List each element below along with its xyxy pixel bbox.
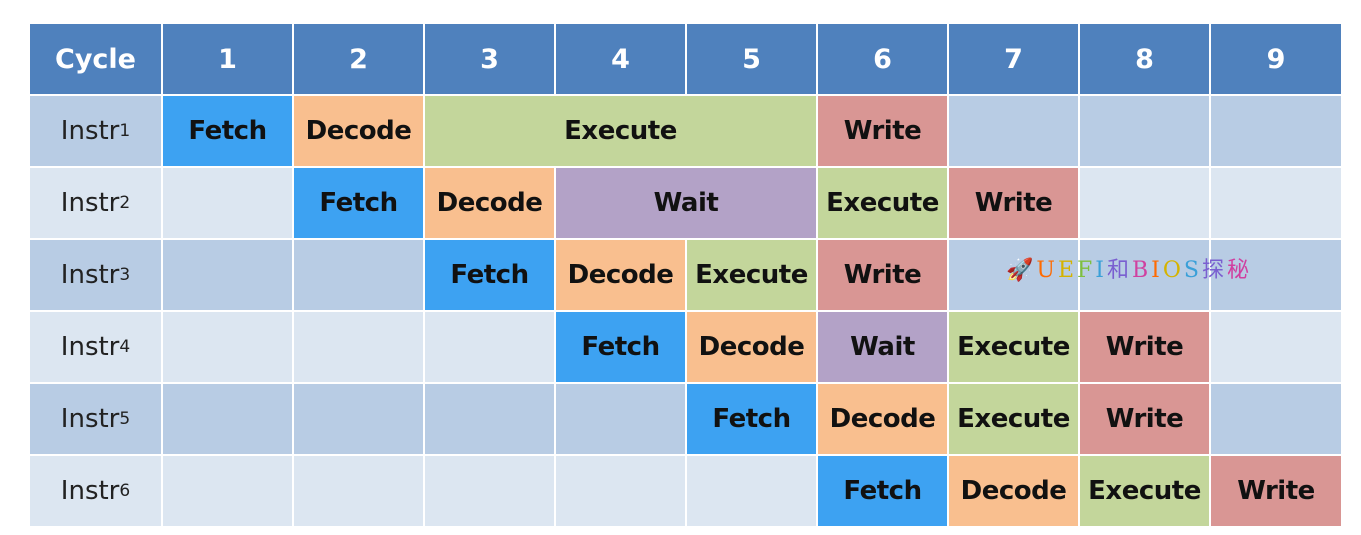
row-label-base: Instr bbox=[60, 404, 120, 434]
watermark-logo: 🚀UEFI和BIOS探秘 bbox=[1006, 252, 1252, 284]
empty-cell bbox=[1080, 168, 1209, 238]
row-label-subscript: 2 bbox=[119, 193, 131, 213]
row-label-subscript: 6 bbox=[119, 481, 131, 501]
header-cycle-label: Cycle bbox=[30, 24, 161, 94]
header-cycle-6: 6 bbox=[818, 24, 947, 94]
empty-cell bbox=[1211, 96, 1341, 166]
empty-cell bbox=[1080, 96, 1209, 166]
stage-write: Write bbox=[949, 168, 1078, 238]
empty-cell bbox=[1080, 240, 1209, 310]
stage-write: Write bbox=[1080, 384, 1209, 454]
empty-cell bbox=[163, 456, 292, 526]
watermark-char: S bbox=[1183, 258, 1202, 283]
stage-execute: Execute bbox=[687, 240, 816, 310]
empty-cell bbox=[294, 456, 423, 526]
stage-wait: Wait bbox=[556, 168, 816, 238]
row-label-base: Instr bbox=[60, 332, 120, 362]
stage-fetch: Fetch bbox=[294, 168, 423, 238]
stage-fetch: Fetch bbox=[818, 456, 947, 526]
stage-fetch: Fetch bbox=[687, 384, 816, 454]
header-cycle-3: 3 bbox=[425, 24, 554, 94]
empty-cell bbox=[1211, 168, 1341, 238]
header-cycle-1: 1 bbox=[163, 24, 292, 94]
row-label-base: Instr bbox=[60, 188, 120, 218]
stage-execute: Execute bbox=[949, 312, 1078, 382]
watermark-char: 秘 bbox=[1227, 258, 1253, 283]
stage-write: Write bbox=[818, 240, 947, 310]
stage-fetch: Fetch bbox=[425, 240, 554, 310]
watermark-char: B bbox=[1132, 258, 1152, 283]
watermark-char: E bbox=[1057, 258, 1078, 283]
empty-cell bbox=[425, 384, 554, 454]
empty-cell bbox=[1211, 312, 1341, 382]
empty-cell bbox=[1211, 240, 1341, 310]
stage-execute: Execute bbox=[949, 384, 1078, 454]
stage-fetch: Fetch bbox=[163, 96, 292, 166]
empty-cell bbox=[1211, 384, 1341, 454]
header-cycle-8: 8 bbox=[1080, 24, 1209, 94]
watermark-char: 和 bbox=[1106, 258, 1132, 283]
stage-write: Write bbox=[1080, 312, 1209, 382]
row-label-base: Instr bbox=[60, 260, 120, 290]
stage-execute: Execute bbox=[425, 96, 816, 166]
empty-cell bbox=[163, 168, 292, 238]
header-cycle-4: 4 bbox=[556, 24, 685, 94]
row-label-subscript: 4 bbox=[119, 337, 131, 357]
stage-decode: Decode bbox=[556, 240, 685, 310]
header-cycle-2: 2 bbox=[294, 24, 423, 94]
empty-cell bbox=[163, 384, 292, 454]
stage-fetch: Fetch bbox=[556, 312, 685, 382]
stage-decode: Decode bbox=[425, 168, 554, 238]
header-cycle-5: 5 bbox=[687, 24, 816, 94]
empty-cell bbox=[949, 240, 1078, 310]
row-label-base: Instr bbox=[60, 116, 120, 146]
stage-decode: Decode bbox=[949, 456, 1078, 526]
empty-cell bbox=[425, 312, 554, 382]
stage-write: Write bbox=[1211, 456, 1341, 526]
stage-decode: Decode bbox=[687, 312, 816, 382]
stage-write: Write bbox=[818, 96, 947, 166]
stage-execute: Execute bbox=[1080, 456, 1209, 526]
watermark-char: O bbox=[1162, 258, 1184, 283]
row-label-subscript: 5 bbox=[119, 409, 131, 429]
stage-decode: Decode bbox=[294, 96, 423, 166]
watermark-char: I bbox=[1151, 258, 1163, 283]
empty-cell bbox=[425, 456, 554, 526]
empty-cell bbox=[556, 384, 685, 454]
watermark-char: I bbox=[1095, 258, 1107, 283]
empty-cell bbox=[163, 312, 292, 382]
watermark-char: F bbox=[1077, 258, 1096, 283]
watermark-char: 探 bbox=[1202, 258, 1228, 283]
empty-cell bbox=[294, 312, 423, 382]
header-cycle-9: 9 bbox=[1211, 24, 1341, 94]
empty-cell bbox=[556, 456, 685, 526]
empty-cell bbox=[294, 240, 423, 310]
empty-cell bbox=[294, 384, 423, 454]
rocket-icon: 🚀 bbox=[1006, 258, 1037, 283]
empty-cell bbox=[949, 96, 1078, 166]
stage-decode: Decode bbox=[818, 384, 947, 454]
row-label-base: Instr bbox=[60, 476, 120, 506]
empty-cell bbox=[163, 240, 292, 310]
empty-cell bbox=[687, 456, 816, 526]
watermark-char: U bbox=[1036, 258, 1058, 283]
row-label-subscript: 1 bbox=[119, 121, 131, 141]
stage-execute: Execute bbox=[818, 168, 947, 238]
header-cycle-7: 7 bbox=[949, 24, 1078, 94]
stage-wait: Wait bbox=[818, 312, 947, 382]
row-label-subscript: 3 bbox=[119, 265, 131, 285]
